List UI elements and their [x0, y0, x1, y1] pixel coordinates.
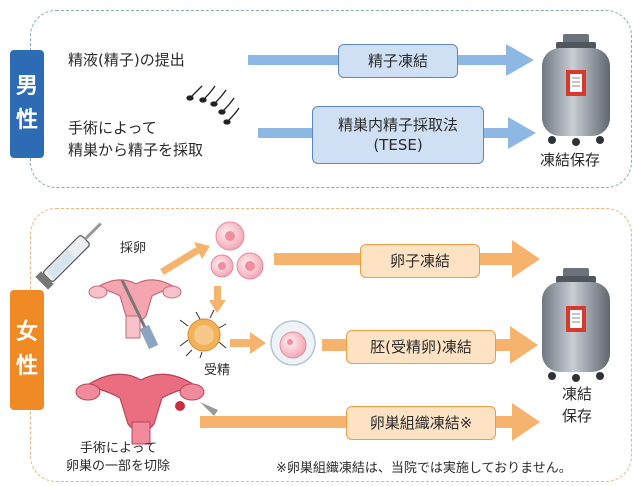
semen-submission-label: 精液(精子)の提出	[68, 51, 185, 69]
syringe-icon	[35, 222, 102, 290]
embryo-freezing-label: 胚(受精卵)凍結	[370, 338, 472, 356]
egg-cells-icon	[210, 221, 264, 280]
sperm-freezing-box: 精子凍結	[338, 44, 458, 78]
female-freezer-tank-icon	[542, 268, 610, 382]
footnote: ※卵巣組織凍結は、当院では実施しておりません。	[276, 461, 572, 476]
male-tag-char-1: 男	[15, 74, 38, 99]
tese-label-line-2: (TESE)	[373, 136, 423, 154]
tese-label-line-1: 精巣内精子採取法	[337, 116, 458, 134]
male-freezer-tank-icon	[542, 34, 610, 146]
sperm-freezing-label: 精子凍結	[367, 52, 428, 70]
female-tag-char-1: 女	[15, 320, 38, 345]
male-storage-label: 凍結保存	[540, 151, 601, 169]
fertilization-icon	[179, 309, 227, 359]
ovarian-tissue-freezing-box: 卵巣組織凍結※	[346, 406, 496, 440]
arrow-retrieval-to-eggs	[160, 242, 210, 275]
ovarian-tissue-freezing-label: 卵巣組織凍結※	[369, 414, 473, 432]
egg-freezing-box: 卵子凍結	[360, 244, 480, 278]
male-section-tag: 男 性	[10, 50, 44, 158]
tese-box: 精巣内精子採取法 (TESE)	[312, 106, 484, 164]
female-storage-label-line-2: 保存	[562, 407, 593, 425]
egg-freezing-label: 卵子凍結	[389, 252, 450, 270]
uterus-retrieval-icon	[88, 279, 182, 350]
female-tag-char-2: 性	[15, 354, 38, 379]
male-surgery-label-line-2: 精巣から精子を採取	[68, 141, 204, 159]
fertilization-label: 受精	[204, 363, 231, 378]
sperm-icon	[186, 85, 240, 125]
egg-retrieval-label: 採卵	[120, 241, 147, 256]
female-storage-label-line-1: 凍結	[562, 385, 593, 403]
male-tag-char-2: 性	[15, 108, 38, 133]
arrow-fertilization-to-embryo	[230, 332, 266, 354]
arrow-eggs-to-fertilization	[209, 286, 226, 313]
uterus-surgery-icon	[75, 373, 218, 445]
female-surgery-label-line-1: 手術によって	[80, 441, 157, 456]
male-surgery-label-line-1: 手術によって	[68, 119, 157, 137]
embryo-freezing-box: 胚(受精卵)凍結	[346, 330, 496, 364]
female-surgery-label-line-2: 卵巣の一部を切除	[66, 459, 171, 474]
female-section-tag: 女 性	[10, 290, 44, 410]
embryo-icon	[270, 320, 316, 366]
